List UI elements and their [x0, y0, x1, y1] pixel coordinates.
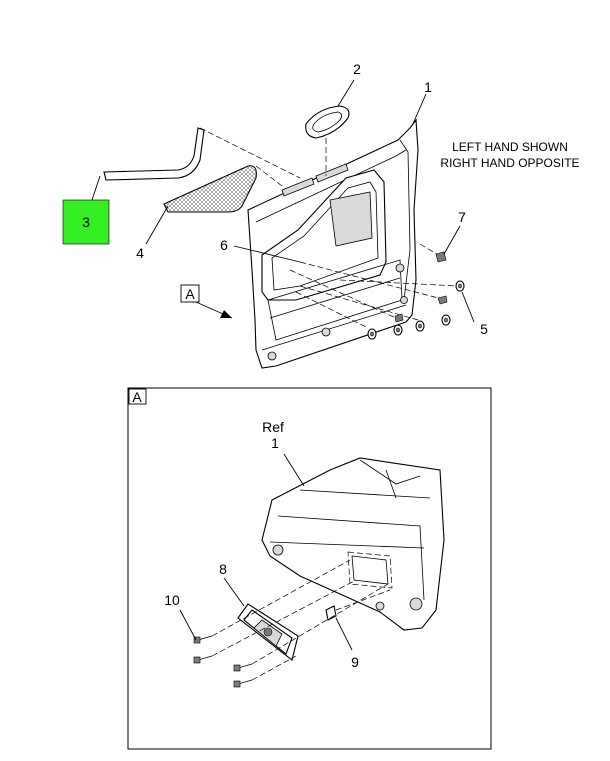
callout-8[interactable]: 8	[219, 561, 227, 577]
callout-10[interactable]: 10	[164, 592, 180, 608]
callout-4[interactable]: 4	[136, 245, 144, 261]
callout-6[interactable]: 6	[220, 237, 228, 253]
alignment-lines-upper	[199, 127, 459, 329]
callout-2[interactable]: 2	[353, 61, 361, 77]
alignment-lines-detail	[211, 559, 391, 681]
speaker-grille[interactable]	[163, 165, 257, 213]
retainer-clip[interactable]	[435, 251, 447, 263]
note-line-1: LEFT HAND SHOWN	[452, 140, 568, 154]
clip[interactable]	[325, 605, 337, 621]
screw-small[interactable]	[437, 295, 448, 305]
view-a-marker[interactable]: A	[180, 284, 200, 303]
screw[interactable]	[193, 635, 213, 644]
screw[interactable]	[233, 663, 253, 672]
fasteners-upper[interactable]	[367, 251, 465, 340]
screw-small[interactable]	[394, 313, 404, 323]
callout-9[interactable]: 9	[351, 654, 359, 670]
callout-1[interactable]: 1	[424, 79, 432, 95]
callout-7[interactable]: 7	[458, 209, 466, 225]
leader-lines-detail	[179, 453, 353, 651]
pull-cup[interactable]	[305, 105, 350, 139]
detail-view-a: A	[127, 387, 492, 750]
callout-3[interactable]: 3	[82, 214, 90, 230]
view-a-label: A	[185, 286, 195, 302]
push-nut[interactable]	[415, 320, 425, 332]
screws[interactable]	[193, 635, 253, 688]
push-nut[interactable]	[367, 328, 377, 340]
detail-label: A	[132, 389, 142, 405]
note-line-2: RIGHT HAND OPPOSITE	[440, 156, 579, 170]
push-nut[interactable]	[393, 324, 403, 336]
screw[interactable]	[193, 655, 213, 664]
door-trim-panel[interactable]	[247, 118, 419, 369]
push-nut[interactable]	[455, 280, 465, 292]
seal-strip[interactable]	[103, 127, 205, 181]
ref-text: Ref	[262, 419, 284, 435]
push-nut[interactable]	[441, 314, 451, 326]
leader-lines-upper	[91, 79, 475, 323]
switch-bezel[interactable]	[237, 603, 299, 661]
callout-3-highlight[interactable]: 3	[62, 199, 110, 245]
callout-5[interactable]: 5	[480, 321, 488, 337]
screw[interactable]	[233, 679, 253, 688]
callout-1-ref[interactable]: 1	[271, 435, 279, 451]
detail-door-panel[interactable]	[261, 457, 445, 631]
